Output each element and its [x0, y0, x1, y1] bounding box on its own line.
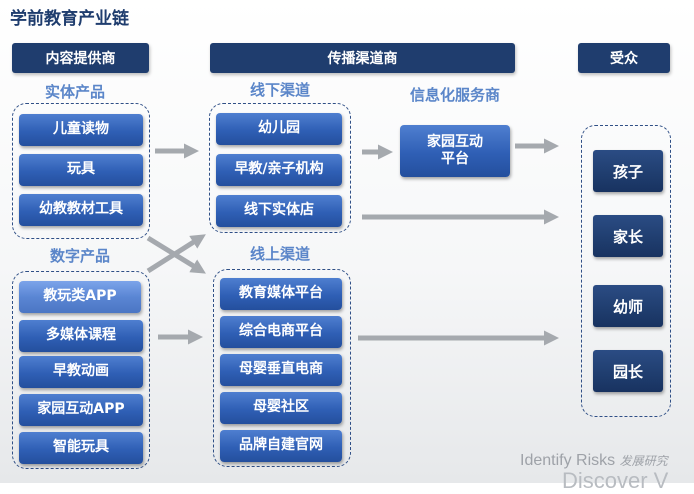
audience-item: 园长: [593, 350, 663, 392]
online-channel-item: 教育媒体平台: [220, 278, 342, 310]
physical-item: 玩具: [19, 154, 143, 186]
category-online-channels: 线上渠道: [249, 245, 310, 263]
category-digital-products: 数字产品: [49, 247, 110, 265]
category-physical-products: 实体产品: [44, 83, 105, 101]
category-info-service-providers: 信息化服务商: [409, 86, 500, 104]
digital-item: 多媒体课程: [19, 320, 143, 352]
category-offline-channels: 线下渠道: [249, 81, 310, 99]
watermark-line1: Identify Risks 发展研究: [520, 452, 668, 470]
flow-arrows: [146, 138, 559, 346]
offline-channel-item: 线下实体店: [216, 195, 342, 227]
digital-item: 智能玩具: [19, 432, 143, 464]
page-title: 学前教育产业链: [10, 9, 129, 29]
offline-channel-item: 早教/亲子机构: [216, 154, 342, 186]
online-channel-item: 母婴垂直电商: [220, 354, 342, 386]
watermark-cn: 发展研究: [619, 454, 668, 468]
group-online-channels: [213, 269, 351, 467]
header-channel-provider: 传播渠道商: [210, 43, 515, 73]
online-channel-item: 母婴社区: [220, 392, 342, 424]
arrow-digital-to-offline: [146, 234, 206, 274]
group-physical-products: [12, 103, 150, 239]
info-service-item: 家园互动 平台: [400, 125, 510, 177]
online-channel-item: 品牌自建官网: [220, 430, 342, 462]
audience-item: 孩子: [593, 150, 663, 192]
header-audience: 受众: [578, 43, 670, 73]
watermark-en: Identify Risks: [520, 452, 616, 469]
physical-item: 幼教教材工具: [19, 194, 143, 226]
watermark-line2: Discover V: [562, 468, 669, 493]
header-content-provider: 内容提供商: [12, 43, 149, 73]
audience-item: 家长: [593, 215, 663, 257]
digital-item: 教玩类APP: [19, 281, 141, 313]
group-digital-products: [12, 271, 150, 469]
digital-item: 早教动画: [19, 356, 143, 388]
physical-item: 儿童读物: [19, 114, 143, 146]
online-channel-item: 综合电商平台: [220, 316, 342, 348]
digital-item: 家园互动APP: [19, 394, 143, 426]
audience-item: 幼师: [593, 285, 663, 327]
group-audience: [581, 125, 671, 417]
offline-channel-item: 幼儿园: [216, 113, 342, 145]
group-offline-channels: [209, 103, 351, 233]
